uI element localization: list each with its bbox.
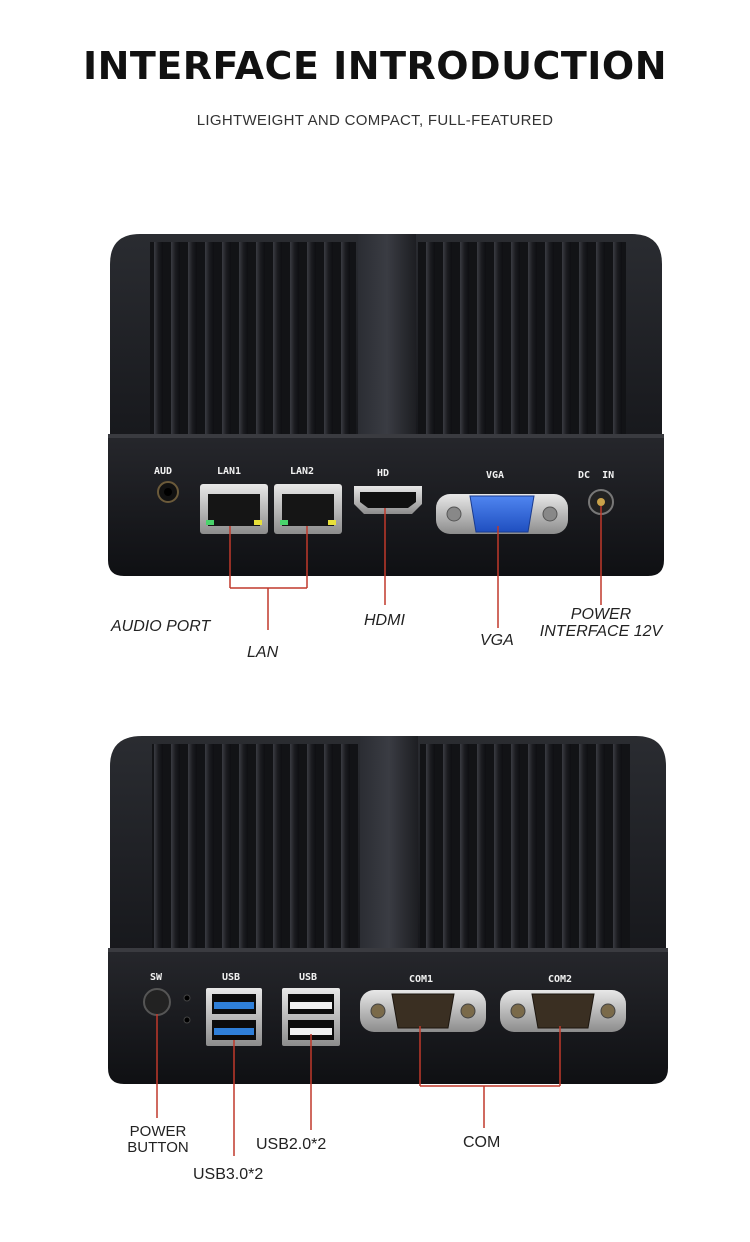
audio-port-callout: AUDIO PORT bbox=[111, 618, 211, 635]
aud-port-label: AUD bbox=[154, 466, 173, 477]
lan2-port-icon bbox=[274, 484, 342, 534]
usb3-label: USB bbox=[222, 972, 241, 983]
page-title: INTERFACE INTRODUCTION bbox=[82, 44, 668, 88]
front-panel-scene: AUD LAN1 LAN2 HD VGA DC IN AUDIO PORT LA… bbox=[0, 220, 750, 680]
power-interface-callout-line1: POWER bbox=[570, 606, 632, 623]
usb3-ports-icon bbox=[206, 988, 262, 1046]
usb2-label: USB bbox=[299, 972, 318, 983]
usb2-callout: USB2.0*2 bbox=[256, 1136, 327, 1153]
rear-panel-scene: SW USB USB COM1 COM2 POWER BUTTON USB3.0… bbox=[0, 726, 750, 1226]
lan1-port-label: LAN1 bbox=[217, 466, 242, 477]
rear-panel-illustration bbox=[108, 736, 668, 1156]
vga-callout: VGA bbox=[480, 632, 514, 649]
audio-jack-icon bbox=[157, 481, 179, 503]
sw-label: SW bbox=[150, 972, 163, 983]
power-interface-callout: POWER INTERFACE 12V bbox=[538, 606, 664, 640]
com1-port-icon bbox=[360, 990, 486, 1032]
com2-port-icon bbox=[500, 990, 626, 1032]
com1-label: COM1 bbox=[409, 974, 434, 985]
front-callout-lines bbox=[229, 506, 602, 630]
power-button-callout-line2: BUTTON bbox=[127, 1139, 189, 1156]
usb2-ports-icon bbox=[282, 988, 340, 1046]
rear-callout-lines bbox=[156, 1014, 561, 1156]
com-callout: COM bbox=[463, 1134, 501, 1151]
dc-in-port-label: DC IN bbox=[578, 470, 615, 481]
hdmi-callout: HDMI bbox=[364, 612, 405, 629]
lan2-port-label: LAN2 bbox=[290, 466, 315, 477]
lan-callout: LAN bbox=[247, 644, 279, 661]
page-subtitle: LIGHTWEIGHT AND COMPACT, FULL-FEATURED bbox=[196, 112, 554, 129]
vga-port-label: VGA bbox=[486, 470, 505, 481]
usb3-callout: USB3.0*2 bbox=[193, 1166, 264, 1183]
front-panel-illustration bbox=[108, 234, 664, 630]
hd-port-label: HD bbox=[377, 468, 390, 479]
hdmi-port-icon bbox=[354, 486, 422, 514]
power-button-callout: POWER BUTTON bbox=[118, 1124, 198, 1156]
power-interface-callout-line2: INTERFACE 12V bbox=[539, 623, 663, 640]
com2-label: COM2 bbox=[548, 974, 573, 985]
vga-port-icon bbox=[436, 494, 568, 534]
lan1-port-icon bbox=[200, 484, 268, 534]
power-button-callout-line1: POWER bbox=[129, 1123, 187, 1140]
